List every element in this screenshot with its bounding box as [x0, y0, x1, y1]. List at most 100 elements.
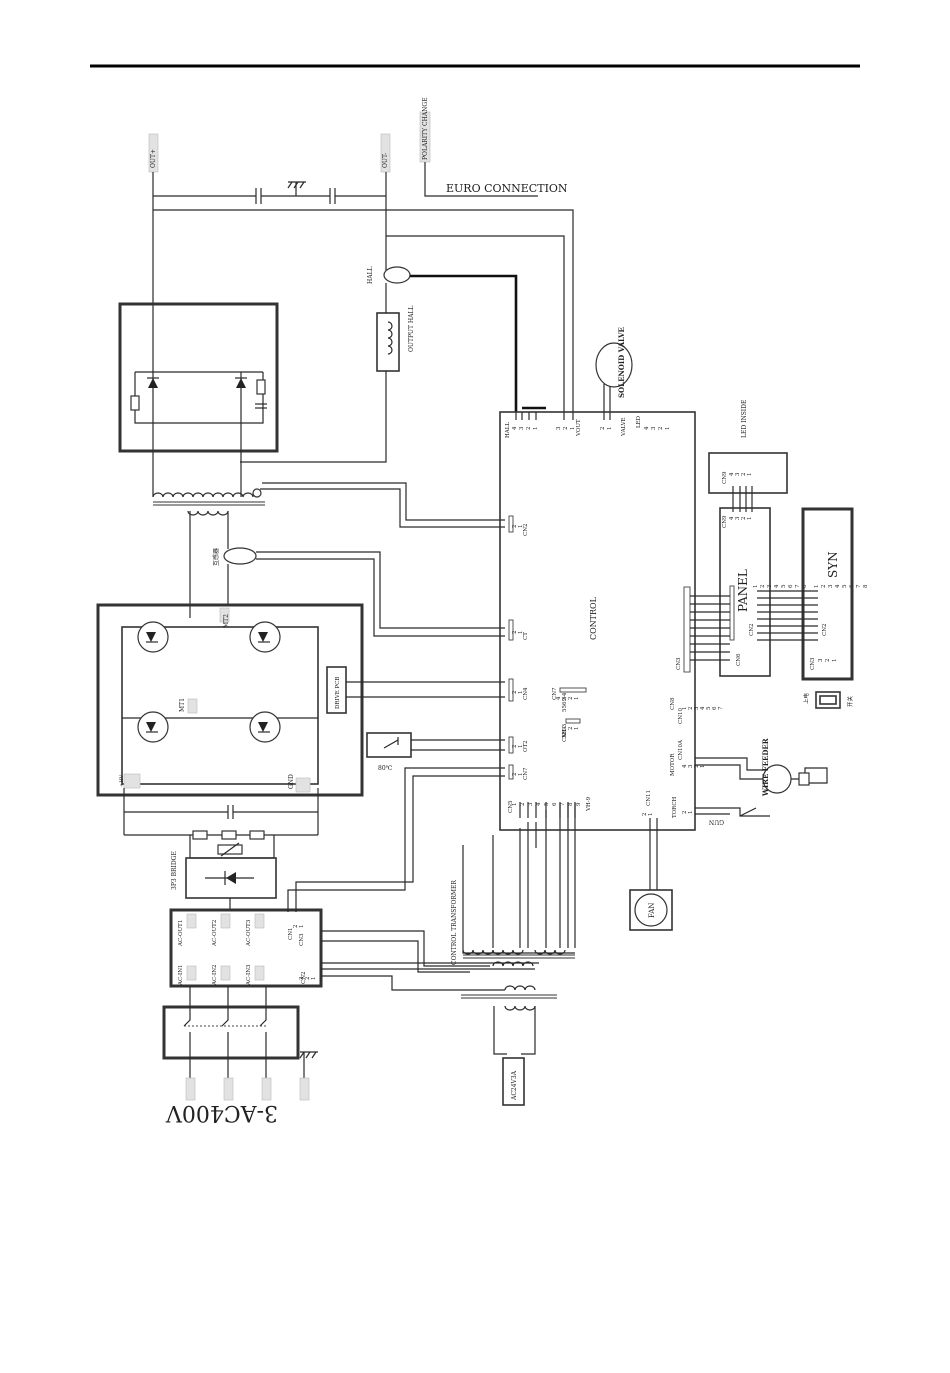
control-transformer-label: CONTROL TRANSFORMER [451, 880, 458, 965]
bus-filter [123, 788, 319, 859]
ac-cn1-pins-2: 1 [299, 925, 305, 929]
panel-cn6-label: CN6 [736, 653, 742, 666]
euro-connection-label: EURO CONNECTION [446, 182, 568, 195]
cn3-label: CN3 [676, 657, 682, 670]
panel-cn9-pins-2: 3 [735, 516, 741, 520]
motor-pins-1: 4 [682, 764, 688, 768]
ac-in3-label: AC-IN3 [246, 964, 252, 986]
panel-cn2-pins-5: 5 [781, 584, 787, 588]
current-sensor: 互感器 [212, 547, 505, 637]
panel-cn2-label: CN2 [749, 623, 755, 636]
solenoid-valve: SOLENOID VALVE [595, 327, 633, 420]
up-label: 上电 [802, 692, 810, 704]
led-cn9-pins-1: 4 [729, 472, 735, 476]
cn5-label: CN5 [508, 800, 514, 813]
panel-cn2-pins-1: 1 [753, 585, 759, 589]
syn-cn2-pins-4: 4 [835, 584, 841, 588]
cn9-pins-1: 3 [562, 726, 568, 730]
wire-feeder-label: WIRE FEEDER [761, 738, 770, 797]
led-pins-1: 4 [644, 426, 650, 430]
ac-cn1-pins-1: 2 [293, 925, 299, 929]
cn7-pins-3: 2 [568, 697, 574, 701]
main-transformer [152, 482, 505, 618]
cn7-label: CN7 [552, 687, 558, 700]
gun-trigger: GUN [695, 807, 770, 825]
panel-cn2-pins-7: 7 [795, 584, 801, 588]
panel-cn9-label: CN9 [722, 515, 728, 528]
output-rectifier-box [118, 302, 279, 497]
cn10-pins-5: 5 [706, 706, 712, 710]
torch-label: TORCH [672, 796, 678, 818]
ctrl-cn2-label: CN2 [523, 523, 529, 536]
cn2-pins-1: 2 [512, 525, 518, 529]
cn5-pins-7: 7 [560, 802, 566, 806]
cn7-pins-4: 1 [574, 697, 580, 701]
switch-label: 开关 [846, 695, 854, 707]
output-capacitors [153, 181, 386, 204]
cn8-label: CN8 [670, 697, 676, 710]
rectifier-bridge: 3P3 BRIDGE [171, 851, 277, 910]
cn10-pins-3: 3 [694, 706, 700, 710]
led-cn9-label: CN9 [722, 471, 728, 484]
ac-cn2-pins-2: 2 [305, 977, 311, 981]
panel-cn9-pins-4: 1 [747, 517, 753, 521]
igbt-bl [137, 711, 169, 743]
fan: FAN [629, 818, 673, 931]
cn4-label: CN4 [523, 687, 529, 700]
panel-board: PANEL CN9 CN2 CN6 [719, 507, 771, 677]
motor-pins-2: 3 [688, 764, 694, 768]
cn9-pins-2: 2 [568, 727, 574, 731]
cn10-label: CN10 [678, 707, 684, 724]
ac-out2-label: AC-OUT2 [212, 920, 218, 947]
plus-hv-label: +HV [119, 774, 125, 787]
cn11-label: CN11 [646, 790, 652, 806]
fan-label: FAN [648, 903, 656, 918]
vout-pins-2: 2 [563, 427, 569, 431]
ot2-label: OT2 [523, 740, 529, 752]
ac-in2-label: AC-IN2 [212, 964, 218, 986]
aux-transformer: AC24V3A [461, 985, 557, 1106]
cn5-pins-8: 8 [568, 802, 574, 806]
cn9-pins-3: 1 [574, 727, 580, 731]
cn10-pins-4: 4 [700, 706, 706, 710]
led-conn-label: LED [636, 415, 642, 428]
ac-cn2-pins-3: 1 [311, 977, 317, 981]
wire-feeder: WIRE FEEDER [695, 738, 828, 797]
hall-conn-label: HALL [505, 422, 511, 438]
syn-cn2-pins-3: 3 [828, 584, 834, 588]
ac-out1-label: AC-OUT1 [178, 920, 184, 947]
cn7-pins-2: 3 [562, 696, 568, 700]
signal-bus [519, 590, 818, 818]
panel-cn2-pins-6: 6 [788, 584, 794, 588]
output-inductor: OUTPUT HALL [240, 306, 415, 463]
valve-pins-1: 2 [600, 427, 606, 431]
ac24v-label: AC24V3A [511, 1070, 518, 1101]
cn4-pins-1: 2 [512, 691, 518, 695]
igbt-inverter-box: MT2 MT1 +HV GND DRIVE PCB [96, 603, 505, 797]
motor-pins-4: 1 [700, 765, 706, 769]
cn11-pins-1: 2 [642, 813, 648, 817]
cn10-pins-7: 7 [718, 706, 724, 710]
control-label: CONTROL [589, 596, 598, 640]
syn-cn2-pins-2: 2 [821, 585, 827, 589]
gun-label: GUN [709, 818, 724, 825]
torch-pins-1: 2 [682, 811, 688, 815]
led-pins-4: 1 [665, 427, 671, 431]
ct-pins-1: 2 [512, 631, 518, 635]
cn9-label: CN9 [562, 729, 568, 742]
led-pins-2: 3 [651, 426, 657, 430]
led-cn9-pins-4: 1 [747, 473, 753, 477]
syn-board: SYN CN2 CN3 开关 上电 [801, 507, 854, 709]
panel-cn2-pins-8: 8 [802, 584, 808, 588]
panel-cn9-pins-1: 4 [729, 516, 735, 520]
led-cn9-pins-3: 2 [741, 473, 747, 477]
cn5-pins-5: 5 [544, 802, 550, 806]
vout-pins-1: 3 [556, 426, 562, 430]
syn-label: SYN [826, 551, 840, 578]
igbt-br [249, 711, 281, 743]
syn-cn3-pins-3: 1 [832, 659, 838, 663]
ct-pins-2: 1 [518, 631, 524, 635]
gnd-label: GND [288, 774, 295, 789]
